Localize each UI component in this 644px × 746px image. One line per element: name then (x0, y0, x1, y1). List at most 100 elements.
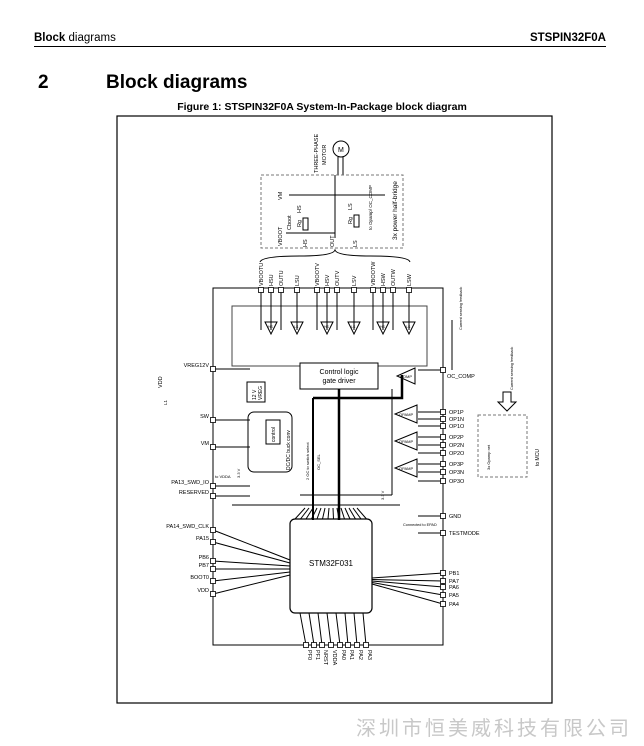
right-pin-label: PB1 (449, 571, 459, 577)
pin-pa14_swd_clk (210, 527, 216, 533)
opamp-3: OPAMP (399, 466, 413, 471)
pin-pa1 (345, 642, 351, 648)
pin-outv (334, 287, 340, 293)
left-pin-label: BOOT0 (190, 575, 209, 581)
pin-lsw (406, 287, 412, 293)
hb-hs-gate: HS (297, 205, 303, 213)
section-title: Block diagrams (106, 72, 248, 93)
pin-pa15 (210, 539, 216, 545)
pin-pb6 (210, 558, 216, 564)
label-l1: L1 (163, 399, 168, 405)
power-half-bridge-box (260, 174, 404, 249)
driver-label: HS (324, 325, 330, 329)
hb-hs: HS (303, 239, 309, 247)
left-pin-label: VM (201, 441, 210, 447)
pin-sw (210, 417, 216, 423)
label-oc-sel: OC_SEL (316, 453, 321, 470)
right-pin-label: OP3P (449, 462, 464, 468)
top-pin-label: LSV (352, 275, 358, 286)
pin-vreg12v (210, 366, 216, 372)
pin-op3o (440, 478, 446, 484)
figure-frame (116, 115, 553, 704)
motor-symbol (332, 140, 350, 158)
dcdc-control: control (271, 427, 277, 442)
label-3v3-b: 3.3 V (380, 490, 385, 500)
pin-vdd (210, 591, 216, 597)
dcdc-label: DC/DC buck conv (286, 430, 292, 470)
pin-pa3 (363, 642, 369, 648)
left-pin-label: SW (200, 414, 210, 420)
left-pin-label: RESERVED (179, 490, 209, 496)
right-pin-label: OP1O (449, 424, 465, 430)
right-pin-label: OC_COMP (447, 374, 475, 380)
right-pin-label: OP3O (449, 479, 465, 485)
pin-lsv (351, 287, 357, 293)
top-pin-label: HSW (381, 272, 387, 286)
top-pin-label: HSV (325, 274, 331, 286)
pin-op2p (440, 434, 446, 440)
header-section-bold: Block (34, 32, 66, 44)
top-pin-label: HSU (269, 274, 275, 286)
driver-label: LS (294, 325, 299, 329)
right-pin-label: OP1P (449, 410, 464, 416)
left-pin-label: VDD (197, 588, 209, 594)
vreg-line1: 12 V (252, 389, 258, 400)
pin-reserved (210, 493, 216, 499)
dcdc-box (247, 411, 293, 473)
hb-rg2: Rg (348, 217, 354, 224)
left-pin-label: VREG12V (184, 363, 210, 369)
pin-op1o (440, 423, 446, 429)
mcu-name: STM32F031 (309, 559, 354, 568)
bottom-pin-label: PA2 (357, 650, 363, 660)
bottom-pin-label: PF1 (314, 650, 320, 660)
right-pin-label: PA7 (449, 579, 459, 585)
bottom-pin-label: VDDA (331, 650, 337, 666)
hb-ls: LS (353, 240, 359, 247)
comp-label: COMP (400, 374, 412, 379)
top-pin-label: VBOOTU (259, 263, 265, 286)
label-vdd-ext: VDD (158, 376, 164, 388)
pin-outw (390, 287, 396, 293)
bottom-pin-label: PF0 (306, 650, 312, 660)
half-bridge-label: 3x power half-bridge (392, 181, 399, 240)
pin-pf0 (303, 642, 309, 648)
opamp-1: OPAMP (399, 412, 413, 417)
pin-vbootu (258, 287, 264, 293)
pin-op3p (440, 461, 446, 467)
pin-op3n (440, 469, 446, 475)
watermark: 深圳市恒美威科技有限公司 (356, 716, 632, 740)
pin-pa4 (440, 601, 446, 607)
vreg-line2: VREG (258, 386, 264, 400)
hb-vm: VM (278, 191, 284, 200)
label-3v3: 3.3 V (236, 468, 241, 478)
label-sense1: Current sensing feedback (459, 287, 463, 330)
pin-oc_comp (440, 367, 446, 373)
pin-hsv (324, 287, 330, 293)
header-product: STSPIN32F0A (529, 32, 606, 44)
pin-lsu (294, 287, 300, 293)
section-number: 2 (38, 72, 49, 93)
hb-rg1: Rg (297, 220, 303, 227)
opamp-2: OPAMP (399, 439, 413, 444)
header-section: Block diagrams (34, 32, 116, 44)
opamp-net-box (477, 414, 528, 478)
bottom-pin-label: PA1 (348, 650, 354, 660)
label-sense2: Current sensing feedback (510, 347, 514, 390)
pin-nrst (319, 642, 325, 648)
hb-cboot: Cboot (287, 215, 293, 230)
pin-testmode (440, 530, 446, 536)
right-pin-label: OP2N (449, 443, 464, 449)
pin-pa13_swd_io (210, 483, 216, 489)
label-gpio-bus: 2 OC to switch select (305, 442, 310, 480)
right-pin-label: PA5 (449, 593, 459, 599)
right-pin-label: OP1N (449, 417, 464, 423)
right-pin-label: PA6 (449, 585, 459, 591)
control-logic-line2: gate driver (322, 378, 356, 385)
top-pin-label: OUTU (279, 270, 285, 286)
pin-vdda (328, 642, 334, 648)
pin-pa5 (440, 592, 446, 598)
right-pin-label: PA4 (449, 602, 459, 608)
left-pin-label: PA14_SWD_CLK (166, 524, 209, 530)
vreg-box (246, 381, 266, 403)
